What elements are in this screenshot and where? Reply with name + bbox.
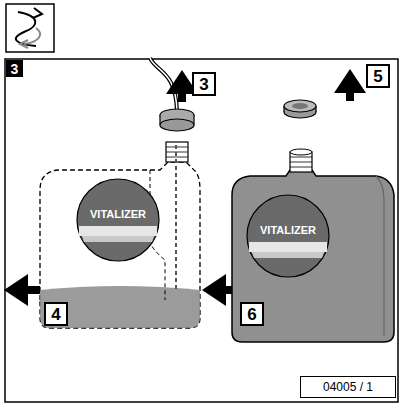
callout-number: 5: [366, 64, 390, 88]
manual-icon: [6, 4, 54, 52]
callout-number: 6: [240, 302, 264, 326]
lift-arrow: [178, 86, 186, 102]
label-text: 4: [51, 306, 60, 323]
label-text: 6: [247, 306, 256, 323]
lift-arrow: [346, 85, 354, 101]
move-arrow: [20, 286, 40, 294]
badge-circle: [246, 194, 330, 278]
full-canister: [232, 149, 394, 342]
product-badge: VITALIZER: [246, 194, 330, 278]
brand-label: VITALIZER: [90, 209, 146, 220]
label-text: 3: [199, 76, 208, 93]
badge-circle: [76, 178, 160, 262]
product-badge: VITALIZER: [76, 178, 160, 262]
figure-reference: 04005 / 1: [300, 376, 396, 398]
callout-number: 4: [44, 302, 68, 326]
label-text: 5: [373, 68, 382, 85]
cap: [284, 100, 316, 118]
panel-frame: [5, 59, 398, 402]
label-text: 04005 / 1: [323, 381, 373, 393]
label-text: 3: [11, 62, 19, 76]
brand-label: VITALIZER: [260, 225, 316, 236]
empty-canister: [40, 58, 200, 328]
callout-number: 3: [192, 72, 216, 96]
panel-number: 3: [6, 60, 23, 77]
